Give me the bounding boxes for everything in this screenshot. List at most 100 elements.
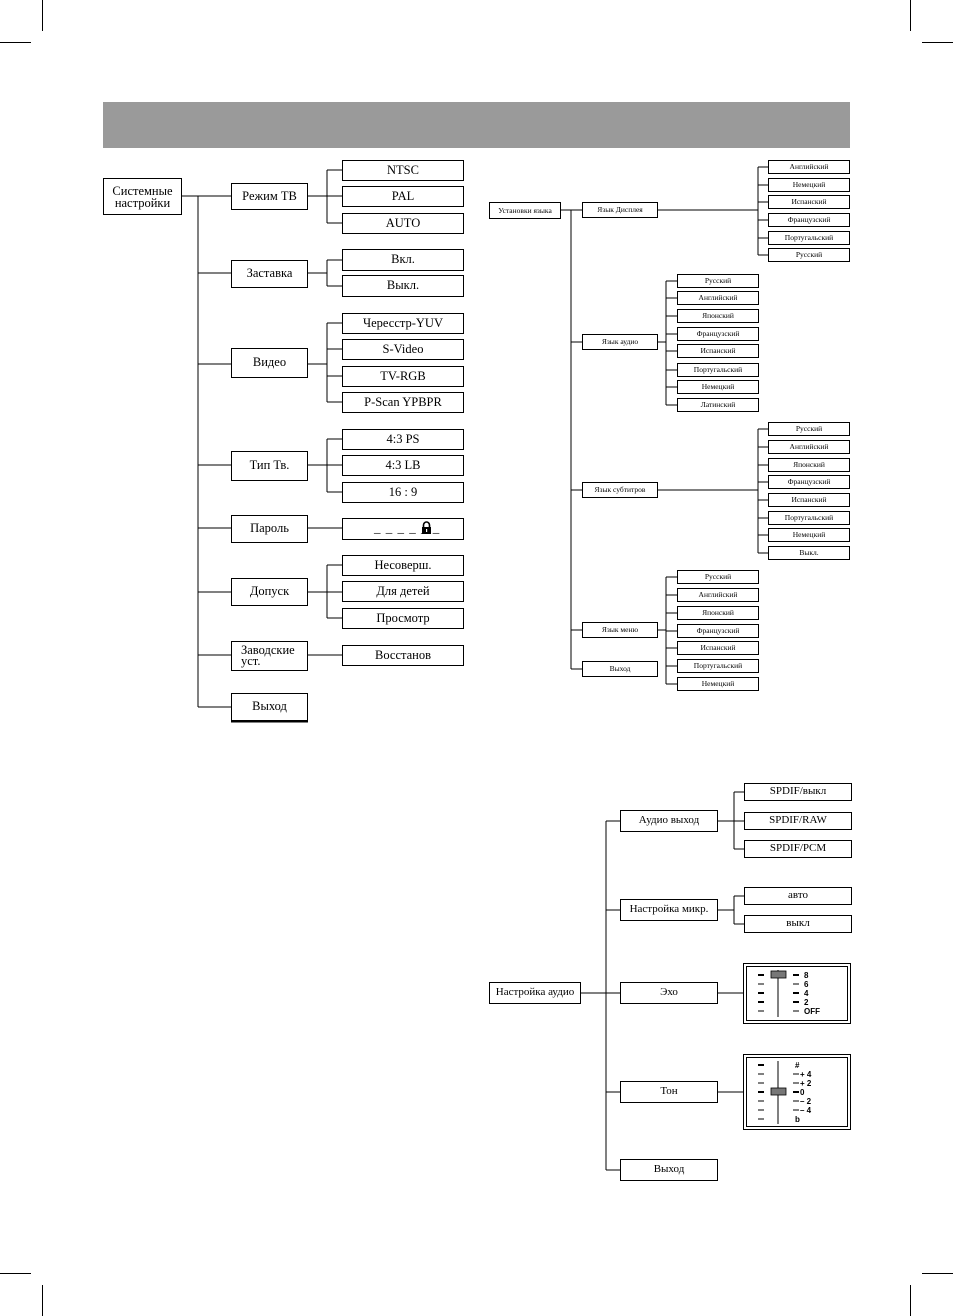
menu-lang-option[interactable]: Японский — [677, 606, 759, 620]
tv-mode-item[interactable]: Режим ТВ — [231, 183, 308, 210]
audio-root[interactable]: Настройка аудио — [489, 982, 581, 1004]
tv-mode-option[interactable]: PAL — [342, 186, 464, 207]
video-option-selected[interactable]: S-Video — [342, 339, 464, 360]
subtitle-lang-item[interactable]: Язык субтитров — [582, 482, 658, 498]
tone-level-label: 0 — [800, 1088, 805, 1097]
rating-option[interactable]: Для детей — [342, 581, 464, 602]
audio-lang-option[interactable]: Японский — [677, 309, 759, 323]
echo-slider-scale — [758, 970, 799, 1017]
rating-option[interactable]: Несоверш. — [342, 555, 464, 576]
language-root[interactable]: Установки языка — [489, 202, 561, 219]
tone-item[interactable]: Тон — [620, 1081, 718, 1103]
echo-slider-knob — [770, 970, 787, 979]
subtitle-lang-option[interactable]: Французский — [768, 475, 850, 489]
menu-lang-option[interactable]: Португальский — [677, 659, 759, 673]
rating-option[interactable]: Просмотр — [342, 608, 464, 629]
audio-output-item[interactable]: Аудио выход — [620, 810, 718, 832]
video-option[interactable]: Чересстр-YUV — [342, 313, 464, 334]
subtitle-lang-option[interactable]: Выкл. — [768, 546, 850, 560]
tv-type-option[interactable]: 16 : 9 — [342, 482, 464, 503]
echo-item[interactable]: Эхо — [620, 982, 718, 1004]
display-lang-option[interactable]: Португальский — [768, 231, 850, 245]
factory-item[interactable]: Заводские уст. — [231, 641, 308, 671]
tv-type-option[interactable]: 4:3 LB — [342, 455, 464, 476]
system-exit-item[interactable]: Выход — [231, 693, 308, 721]
subtitle-lang-option[interactable]: Немецкий — [768, 528, 850, 542]
display-lang-option[interactable]: Русский — [768, 248, 850, 262]
audio-lang-option[interactable]: Немецкий — [677, 380, 759, 394]
echo-level-label: 2 — [804, 998, 809, 1007]
echo-level-label: 4 — [804, 989, 809, 998]
tone-level-label: – 2 — [800, 1097, 812, 1106]
crop-mark — [910, 0, 911, 31]
subtitle-lang-option[interactable]: Португальский — [768, 511, 850, 525]
audio-lang-option[interactable]: Английский — [677, 291, 759, 305]
audio-output-option[interactable]: SPDIF/RAW — [744, 812, 852, 830]
tone-level-label: # — [795, 1061, 800, 1070]
subtitle-lang-option[interactable]: Японский — [768, 458, 850, 472]
menu-lang-option[interactable]: Английский — [677, 588, 759, 602]
crop-mark — [922, 1273, 953, 1274]
tv-type-item[interactable]: Тип Тв. — [231, 451, 308, 481]
menu-lang-option[interactable]: Немецкий — [677, 677, 759, 691]
menu-lang-item[interactable]: Язык меню — [582, 622, 658, 638]
audio-lang-option[interactable]: Русский — [677, 274, 759, 288]
subtitle-lang-option[interactable]: Русский — [768, 422, 850, 436]
rating-item[interactable]: Допуск — [231, 578, 308, 606]
mic-settings-item[interactable]: Настройка микр. — [620, 899, 718, 921]
system-settings-root[interactable]: Системные настройки — [103, 178, 182, 215]
factory-option[interactable]: Восстанов — [342, 645, 464, 666]
tone-meter[interactable]: # + 4 + 2 0 – 2 – 4 b — [743, 1054, 851, 1130]
display-lang-option[interactable]: Испанский — [768, 195, 850, 209]
audio-lang-option[interactable]: Испанский — [677, 344, 759, 358]
display-lang-item[interactable]: Язык Дисплея — [582, 202, 658, 218]
menu-lang-option[interactable]: Русский — [677, 570, 759, 584]
tv-mode-option[interactable]: AUTO — [342, 213, 464, 234]
password-item[interactable]: Пароль — [231, 515, 308, 543]
video-item[interactable]: Видео — [231, 348, 308, 378]
video-option[interactable]: P-Scan YPBPR — [342, 392, 464, 413]
echo-level-label: 8 — [804, 971, 809, 980]
tone-level-label: – 4 — [800, 1106, 812, 1115]
audio-lang-item[interactable]: Язык аудио — [582, 334, 658, 350]
menu-lang-option[interactable]: Испанский — [677, 641, 759, 655]
echo-level-label: 6 — [804, 980, 809, 989]
display-lang-option[interactable]: Английский — [768, 160, 850, 174]
menu-lang-option[interactable]: Французский — [677, 624, 759, 638]
crop-mark — [42, 0, 43, 31]
crop-mark — [42, 1285, 43, 1316]
tone-slider-knob — [770, 1087, 787, 1096]
mic-option[interactable]: авто — [744, 887, 852, 905]
audio-lang-option[interactable]: Французский — [677, 327, 759, 341]
tv-type-option[interactable]: 4:3 PS — [342, 429, 464, 450]
tv-mode-option[interactable]: NTSC — [342, 160, 464, 181]
display-lang-option[interactable]: Немецкий — [768, 178, 850, 192]
subtitle-lang-option[interactable]: Английский — [768, 440, 850, 454]
audio-exit-item[interactable]: Выход — [620, 1159, 718, 1181]
echo-level-label: OFF — [804, 1007, 820, 1016]
crop-mark — [0, 1273, 31, 1274]
crop-mark — [0, 42, 31, 43]
audio-lang-option[interactable]: Латинский — [677, 398, 759, 412]
mic-option[interactable]: выкл — [744, 915, 852, 933]
screensaver-option[interactable]: Выкл. — [342, 275, 464, 297]
audio-output-option[interactable]: SPDIF/выкл — [744, 783, 852, 801]
tone-level-label: + 4 — [800, 1070, 812, 1079]
echo-meter[interactable]: 8 6 4 2 OFF — [743, 963, 851, 1024]
video-option[interactable]: TV-RGB — [342, 366, 464, 387]
audio-output-option[interactable]: SPDIF/PCM — [744, 840, 852, 858]
crop-mark — [922, 42, 953, 43]
password-field[interactable] — [342, 518, 464, 540]
tone-level-label: b — [795, 1115, 800, 1124]
language-exit-item[interactable]: Выход — [582, 661, 658, 677]
screensaver-item[interactable]: Заставка — [231, 260, 308, 288]
display-lang-option[interactable]: Французский — [768, 213, 850, 227]
crop-mark — [910, 1285, 911, 1316]
tone-level-label: + 2 — [800, 1079, 812, 1088]
subtitle-lang-option[interactable]: Испанский — [768, 493, 850, 507]
audio-lang-option[interactable]: Португальский — [677, 363, 759, 377]
header-band — [103, 102, 850, 148]
tone-slider-scale — [758, 1061, 799, 1124]
screensaver-option[interactable]: Вкл. — [342, 249, 464, 271]
